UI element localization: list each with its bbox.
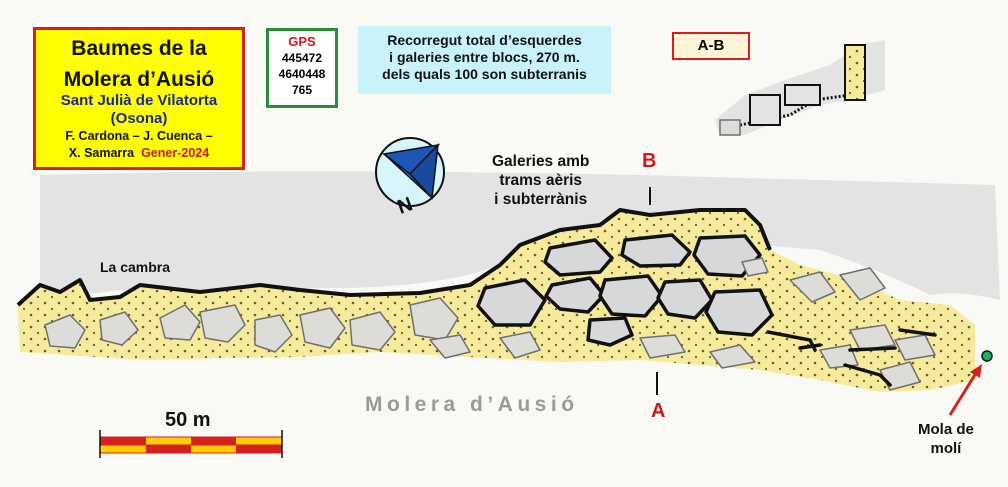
section-label-box: A-B bbox=[672, 32, 750, 60]
label-place-name: Molera d’Ausió bbox=[365, 393, 579, 416]
scale-bar bbox=[99, 430, 283, 458]
gps-z: 765 bbox=[291, 83, 313, 97]
crack bbox=[848, 346, 897, 352]
boulder bbox=[709, 344, 756, 369]
boulder bbox=[789, 271, 836, 303]
label-mola-2: molí bbox=[930, 440, 962, 457]
north-compass bbox=[375, 137, 445, 207]
boulder bbox=[44, 314, 86, 349]
mola-marker bbox=[981, 350, 993, 362]
label-galeries-1: Galeries amb bbox=[492, 153, 590, 170]
boulder bbox=[499, 331, 541, 359]
cross-section-sketch bbox=[715, 40, 885, 136]
authors-line2-row: X. Samarra Gener-2024 bbox=[36, 145, 242, 162]
crack bbox=[843, 363, 892, 387]
boulder bbox=[409, 297, 459, 341]
boulder bbox=[429, 334, 471, 359]
crack bbox=[898, 328, 937, 337]
pillar bbox=[704, 288, 774, 337]
pillar bbox=[544, 276, 606, 314]
label-galeries-3: i subterrànis bbox=[494, 191, 588, 208]
boulder bbox=[199, 304, 246, 343]
label-section-a: A bbox=[651, 400, 666, 422]
boulder bbox=[159, 304, 201, 341]
gps-y: 4640448 bbox=[278, 67, 326, 81]
boulder bbox=[254, 314, 293, 353]
pillar bbox=[598, 274, 664, 318]
scale-label: 50 m bbox=[165, 409, 211, 431]
authors-line2: X. Samarra bbox=[68, 146, 135, 160]
pillar bbox=[543, 238, 614, 277]
pillar bbox=[656, 278, 714, 320]
boulder bbox=[741, 257, 769, 277]
mola-arrow bbox=[948, 369, 980, 416]
label-mola: Mola de molí bbox=[918, 420, 974, 458]
label-mola-1: Mola de bbox=[918, 421, 974, 438]
boulder bbox=[99, 311, 139, 346]
title-box: Baumes de la Molera d’Ausió Sant Julià d… bbox=[33, 27, 245, 170]
info-line3: dels quals 100 son subterranis bbox=[382, 66, 587, 82]
crack bbox=[798, 343, 822, 350]
gps-x: 445472 bbox=[281, 51, 323, 65]
municipality: Sant Julià de Vilatorta bbox=[60, 92, 218, 109]
gallery-outline bbox=[16, 208, 772, 307]
label-cambra: La cambra bbox=[100, 259, 171, 275]
label-galeries: Galeries amb trams aèris i subterrànis bbox=[492, 152, 589, 209]
boulder bbox=[849, 324, 896, 351]
pillar bbox=[586, 316, 634, 347]
info-line2: i galeries entre blocs, 270 m. bbox=[389, 49, 580, 65]
title-line1: Baumes de la bbox=[71, 37, 207, 60]
authors-line1: F. Cardona – J. Cuenca – bbox=[65, 129, 213, 143]
pillar bbox=[476, 278, 547, 327]
gps-label: GPS bbox=[288, 34, 316, 49]
rock-plateau bbox=[40, 171, 1000, 300]
label-section-b: B bbox=[642, 150, 657, 172]
info-box: Recorregut total d’esquerdes i galeries … bbox=[358, 26, 611, 94]
title-line2: Molera d’Ausió bbox=[63, 68, 215, 91]
boulder bbox=[894, 334, 936, 361]
survey-date: Gener-2024 bbox=[141, 146, 210, 160]
gps-box: GPS 445472 4640448 765 bbox=[266, 28, 338, 108]
boulder bbox=[349, 311, 396, 351]
region: (Osona) bbox=[110, 110, 168, 127]
pillar bbox=[620, 233, 692, 268]
boulder bbox=[839, 267, 886, 301]
boulder bbox=[299, 307, 346, 349]
info-line1: Recorregut total d’esquerdes bbox=[387, 32, 582, 48]
boulder bbox=[639, 334, 686, 359]
label-galeries-2: trams aèris bbox=[499, 172, 583, 189]
